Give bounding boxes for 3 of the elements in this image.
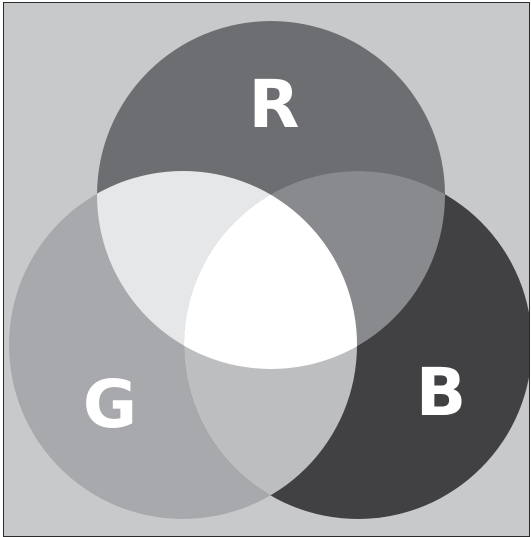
circle-label: R xyxy=(248,72,300,138)
circle-label: G xyxy=(82,372,138,438)
circle-label: B xyxy=(416,360,466,426)
